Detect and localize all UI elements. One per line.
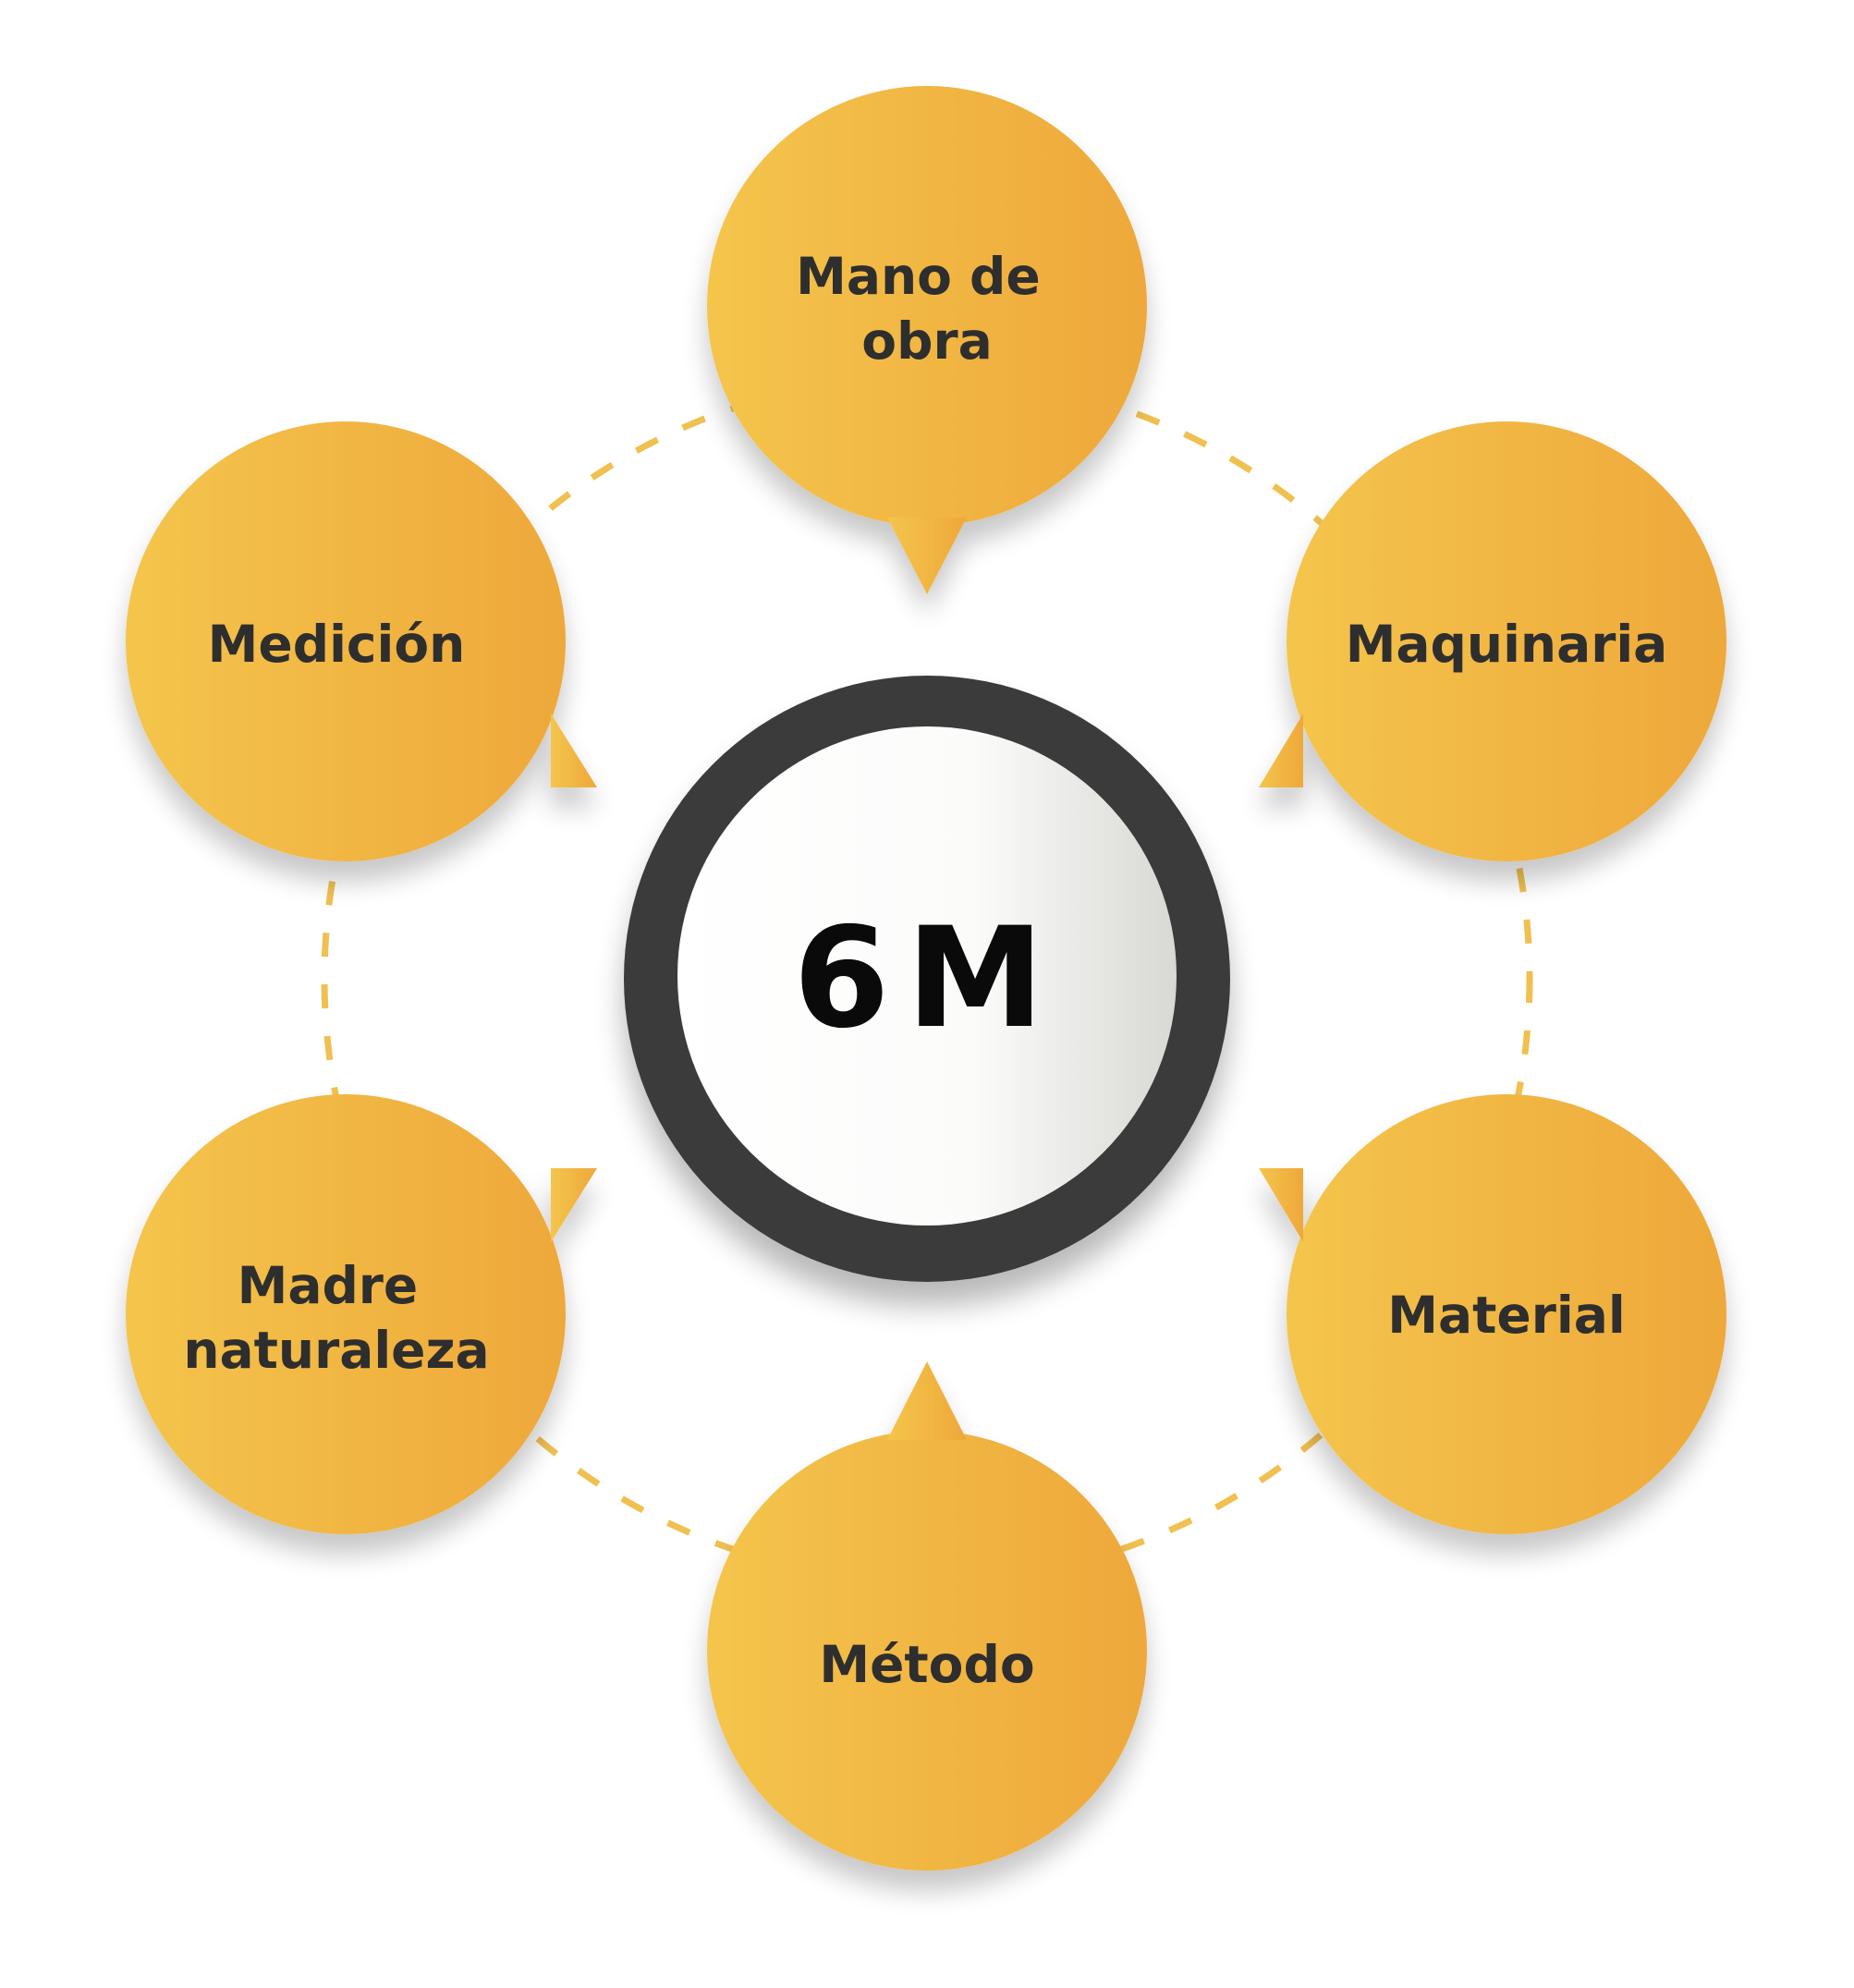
label-maquinaria: Maquinaria [1346,615,1668,674]
label-mano-de-obra: Mano de obra [796,247,1058,371]
bubble-maquinaria [1259,421,1726,861]
bubble-medicion [126,421,597,861]
label-metodo: Método [819,1635,1034,1694]
label-madre-naturaleza-line-1: Madre [238,1256,419,1315]
bubble-metodo [707,1361,1147,1871]
label-material: Material [1387,1286,1625,1345]
label-maquinaria-line-1: Maquinaria [1346,615,1668,674]
center-label: 6M [793,898,1061,1059]
label-madre-naturaleza-line-2: naturaleza [183,1321,489,1380]
bubble-material [1259,1094,1726,1534]
label-metodo-line-1: Método [819,1635,1034,1694]
label-madre-naturaleza: Madre naturaleza [183,1256,489,1380]
label-mano-de-obra-line-1: Mano de [796,247,1041,306]
label-material-line-1: Material [1387,1286,1625,1345]
bubble-madre-naturaleza [126,1094,597,1534]
label-medicion-line-1: Medición [208,615,466,674]
bubble-mano-de-obra [707,86,1147,594]
center-badge [624,676,1230,1282]
label-mano-de-obra-line-2: obra [861,311,992,371]
label-medicion: Medición [208,615,466,674]
